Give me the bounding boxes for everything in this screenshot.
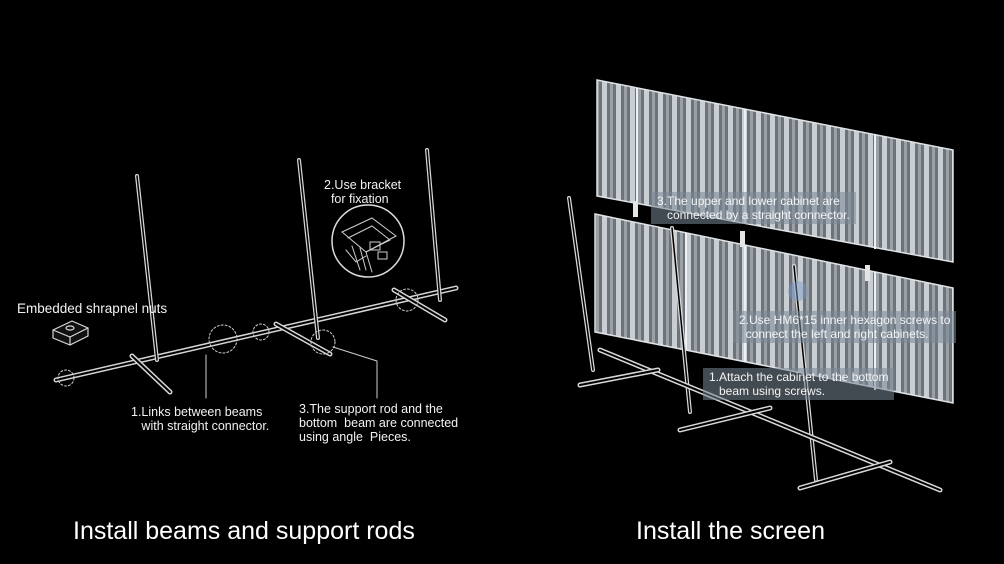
attach-label: 1.Attach the cabinet to the bottom beam … — [703, 368, 895, 400]
right-caption: Install the screen — [636, 517, 825, 545]
support-rod-2 — [273, 158, 333, 357]
right-assembly — [567, 79, 954, 493]
screw-detail-highlight — [788, 281, 808, 301]
embedded-shrapnel-nut — [52, 320, 89, 346]
right-rod-1 — [567, 196, 595, 372]
screws-label: 2.Use HM6*15 inner hexagon screws to con… — [733, 311, 957, 343]
upper-lower-label: 3.The upper and lower cabinet are connec… — [651, 192, 856, 224]
links-label: 1.Links between beams with straight conn… — [131, 405, 270, 433]
support-rod-1 — [129, 174, 173, 395]
support-rod-label: 3.The support rod and the bottom beam ar… — [299, 402, 459, 444]
right-foot-2 — [677, 405, 773, 433]
left-caption: Install beams and support rods — [73, 517, 415, 545]
rod3-detail-circle — [395, 288, 419, 312]
link-detail-circle — [252, 323, 270, 341]
left-frame — [52, 148, 459, 399]
right-bottom-beam — [597, 347, 943, 493]
right-rod-2 — [670, 226, 692, 414]
right-foot-3 — [797, 459, 893, 491]
bracket-label: 2.Use bracket for fixation — [324, 178, 402, 206]
beam-end-detail-circle — [57, 369, 75, 387]
connector-detail-circle — [208, 324, 238, 354]
support-rod-3 — [391, 148, 448, 323]
straight-connectors — [633, 201, 870, 281]
angle-piece-detail-circle — [310, 329, 336, 355]
upper-cabinet — [596, 79, 954, 263]
right-foot-1 — [577, 367, 661, 388]
embedded-nuts-label: Embedded shrapnel nuts — [17, 301, 168, 316]
bottom-beam — [53, 285, 459, 383]
lower-cabinet — [594, 213, 954, 404]
bracket-zoom — [331, 204, 405, 278]
support-rod-leader-line — [332, 346, 378, 399]
